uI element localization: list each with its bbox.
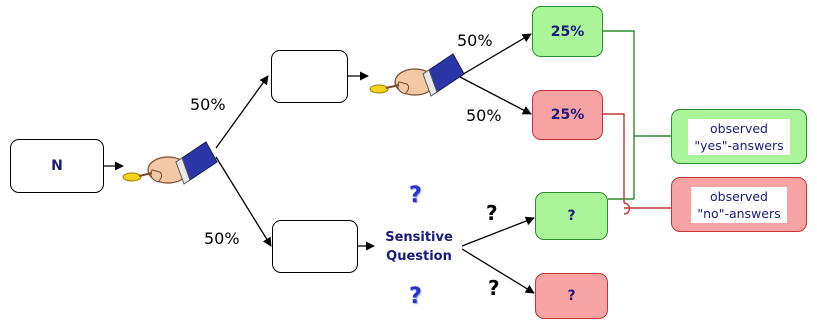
observed-no-answers-box: observed "no"-answers — [671, 177, 807, 232]
sensitive-question-line2: Question — [386, 249, 452, 264]
no-sensitive-value: ? — [567, 288, 576, 304]
question-mark-icon: ? — [409, 183, 422, 208]
arrow-coin-to-upper-box — [215, 75, 269, 149]
no-collector-line — [602, 113, 625, 203]
yes-collector-line — [602, 30, 635, 199]
upper-branch-box — [271, 50, 348, 103]
lower-branch-box — [272, 220, 358, 273]
arrow-question-to-yes — [461, 216, 535, 247]
sensitive-question-line1: Sensitive — [385, 230, 453, 245]
observed-yes-label: observed "yes"-answers — [688, 118, 790, 155]
coin-flip-hand-icon — [122, 141, 218, 185]
observed-yes-line1: observed — [710, 120, 768, 136]
yes-sensitive-value: ? — [567, 208, 576, 224]
probability-label-top-upper: 50% — [457, 31, 493, 50]
no-outcome-box-top: 25% — [532, 90, 603, 140]
yes-outcome-box-top: 25% — [532, 6, 603, 57]
probability-label-bottom-first: 50% — [204, 229, 240, 248]
observed-yes-answers-box: observed "yes"-answers — [671, 109, 807, 164]
coin-flip-hand-icon — [369, 53, 465, 97]
question-mark-icon: ? — [486, 201, 498, 225]
start-population-box: N — [10, 139, 104, 193]
arrow-coin-to-lower-box — [215, 156, 272, 247]
observed-no-label: observed "no"-answers — [691, 186, 787, 223]
sensitive-question-label: Sensitive Question — [376, 228, 462, 266]
question-mark-icon: ? — [488, 276, 500, 300]
arrow-coin-to-no-25 — [459, 76, 532, 115]
observed-no-line2: "no"-answers — [697, 205, 781, 221]
no-outcome-box-sensitive: ? — [535, 273, 608, 319]
start-label: N — [51, 158, 63, 174]
yes-outcome-value: 25% — [550, 23, 585, 40]
yes-outcome-box-sensitive: ? — [535, 192, 608, 240]
no-outcome-value: 25% — [550, 107, 585, 123]
observed-no-line1: observed — [710, 188, 768, 204]
probability-label-top-lower: 50% — [466, 106, 502, 125]
question-mark-icon: ? — [409, 284, 422, 309]
probability-label-top-first: 50% — [190, 95, 226, 114]
arrow-coin-to-yes-25 — [459, 33, 532, 77]
arrow-question-to-no — [461, 248, 535, 294]
observed-yes-line2: "yes"-answers — [694, 137, 784, 153]
